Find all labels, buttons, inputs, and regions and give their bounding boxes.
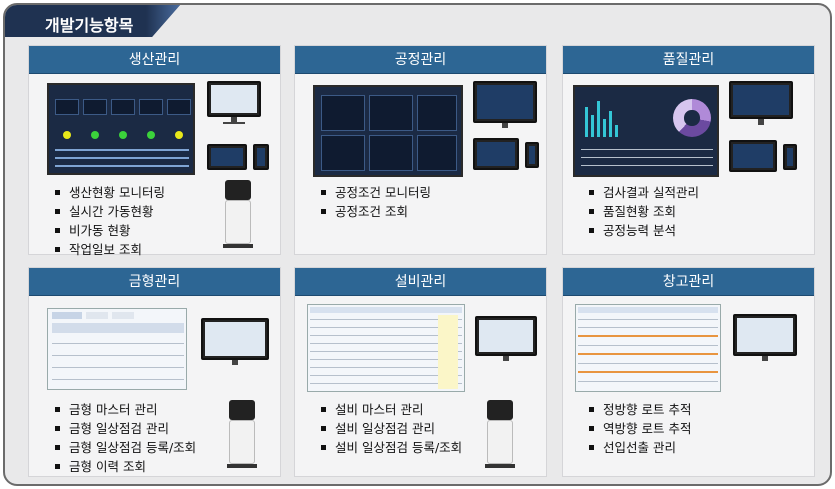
list-item: 설비 일상점검 관리 xyxy=(321,419,462,438)
mold-table-screen xyxy=(47,308,187,390)
process-dashboard-screen xyxy=(313,85,463,177)
feature-list: 생산현황 모니터링 실시간 가동현황 비가동 현황 작업일보 조회 xyxy=(55,183,165,259)
monitor-image xyxy=(733,314,797,356)
monitor-image xyxy=(475,316,537,356)
list-item: 실시간 가동현황 xyxy=(55,202,165,221)
phone-image xyxy=(525,142,539,168)
page-title: 개발기능항목 xyxy=(5,5,180,37)
feature-list: 검사결과 실적관리 품질현황 조회 공정능력 분석 xyxy=(589,183,699,240)
kiosk-body xyxy=(225,200,251,244)
list-item: 비가동 현황 xyxy=(55,221,165,240)
process-screens-image xyxy=(295,76,546,181)
card-equipment: 설비관리 설비 마스터 관리 설비 일상점검 관리 xyxy=(294,267,547,477)
mold-screens-image xyxy=(29,298,280,403)
list-item: 설비 마스터 관리 xyxy=(321,400,462,419)
warehouse-table-screen xyxy=(575,304,721,392)
card-production: 생산관리 xyxy=(28,45,281,257)
quality-screens-image xyxy=(563,76,814,181)
equipment-screens-image xyxy=(295,298,546,403)
card-title: 설비관리 xyxy=(295,268,546,296)
card-title: 품질관리 xyxy=(563,46,814,74)
monitor-image xyxy=(207,81,261,117)
card-process: 공정관리 공정조건 모니터링 공정조건 조회 xyxy=(294,45,547,255)
feature-list: 금형 마스터 관리 금형 일상점검 관리 금형 일상점검 등록/조회 금형 이력… xyxy=(55,400,196,476)
list-item: 역방향 로트 추적 xyxy=(589,419,691,438)
list-item: 선입선출 관리 xyxy=(589,438,691,457)
feature-list: 정방향 로트 추적 역방향 로트 추적 선입선출 관리 xyxy=(589,400,691,457)
phone-image xyxy=(783,144,797,170)
card-quality: 품질관리 검사결과 실적관리 품질현황 조회 공정능력 분석 xyxy=(562,45,815,255)
list-item: 금형 일상점검 등록/조회 xyxy=(55,438,196,457)
list-item: 공정조건 모니터링 xyxy=(321,183,431,202)
kiosk-image xyxy=(487,400,513,420)
list-item: 검사결과 실적관리 xyxy=(589,183,699,202)
card-title: 공정관리 xyxy=(295,46,546,74)
kiosk-body xyxy=(487,420,513,464)
list-item: 금형 이력 조회 xyxy=(55,457,196,476)
warehouse-screens-image xyxy=(563,298,814,403)
feature-overview-frame: 개발기능항목 생산관리 xyxy=(3,3,832,486)
feature-list: 공정조건 모니터링 공정조건 조회 xyxy=(321,183,431,221)
tablet-image xyxy=(207,144,247,170)
list-item: 작업일보 조회 xyxy=(55,240,165,259)
feature-list: 설비 마스터 관리 설비 일상점검 관리 설비 일상점검 등록/조회 xyxy=(321,400,462,457)
tablet-image xyxy=(473,138,519,170)
list-item: 금형 일상점검 관리 xyxy=(55,419,196,438)
production-dashboard-screen xyxy=(47,83,195,175)
quality-dashboard-screen xyxy=(573,85,719,177)
card-title: 금형관리 xyxy=(29,268,280,296)
monitor-image xyxy=(201,318,269,360)
list-item: 정방향 로트 추적 xyxy=(589,400,691,419)
equipment-table-screen xyxy=(307,304,465,392)
list-item: 금형 마스터 관리 xyxy=(55,400,196,419)
list-item: 생산현황 모니터링 xyxy=(55,183,165,202)
list-item: 공정조건 조회 xyxy=(321,202,431,221)
kiosk-image xyxy=(225,180,251,200)
kiosk-body xyxy=(229,420,255,464)
list-item: 품질현황 조회 xyxy=(589,202,699,221)
production-screens-image xyxy=(29,76,280,181)
monitor-image xyxy=(729,81,793,119)
phone-image xyxy=(253,144,269,170)
card-title: 창고관리 xyxy=(563,268,814,296)
card-mold: 금형관리 금형 마스터 관리 금형 일상점검 관리 금형 일상점검 등록/조회 … xyxy=(28,267,281,477)
tablet-image xyxy=(729,140,777,172)
kiosk-image xyxy=(229,400,255,420)
card-title: 생산관리 xyxy=(29,46,280,74)
list-item: 공정능력 분석 xyxy=(589,221,699,240)
card-warehouse: 창고관리 정방향 로트 추적 역방향 로트 추적 선입선출 관리 xyxy=(562,267,815,477)
list-item: 설비 일상점검 등록/조회 xyxy=(321,438,462,457)
monitor-image xyxy=(473,81,537,123)
